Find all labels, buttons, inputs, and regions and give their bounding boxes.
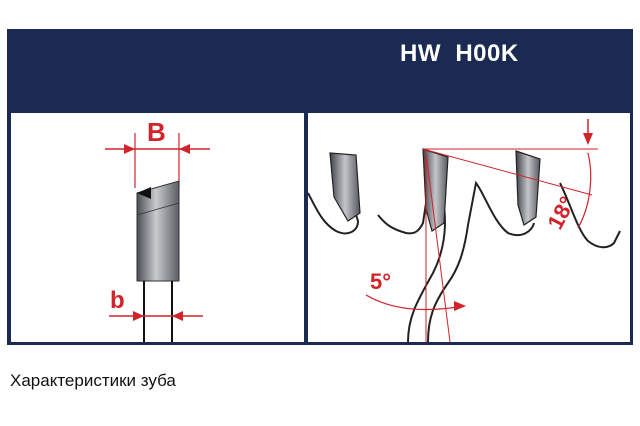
clearance-angled <box>425 152 451 343</box>
clearance-angle-label: 5° <box>370 269 391 294</box>
arrow-left-icon <box>172 311 183 321</box>
arrow-down-icon <box>583 133 593 145</box>
blade-type-title: HW H00K <box>400 40 519 67</box>
tooth-width-panel: B b <box>11 113 304 342</box>
hook-line <box>422 148 593 196</box>
tip-edge-line <box>136 202 180 216</box>
tooth-width-diagram: B b <box>105 117 210 342</box>
tip-bevel-mark <box>137 187 151 199</box>
carbide-tip <box>136 180 180 282</box>
arrow-right-icon <box>454 301 466 311</box>
caption: Характеристики зуба <box>10 371 176 390</box>
tooth-tip-1 <box>329 152 361 222</box>
clearance-arc <box>365 294 459 311</box>
tooth-geometry-diagram: 18° 5° <box>307 119 621 343</box>
arrow-right-icon <box>133 311 144 321</box>
hook-arc <box>577 152 592 229</box>
arrow-right-icon <box>124 144 135 154</box>
tooth-tip-3 <box>515 150 541 226</box>
hook-angle-label: 18° <box>542 192 580 233</box>
arrow-left-icon <box>179 144 190 154</box>
tooth-geometry-panel: 18° 5° <box>307 113 630 343</box>
label-b-upper: B <box>147 117 166 147</box>
label-b-lower: b <box>110 287 125 314</box>
